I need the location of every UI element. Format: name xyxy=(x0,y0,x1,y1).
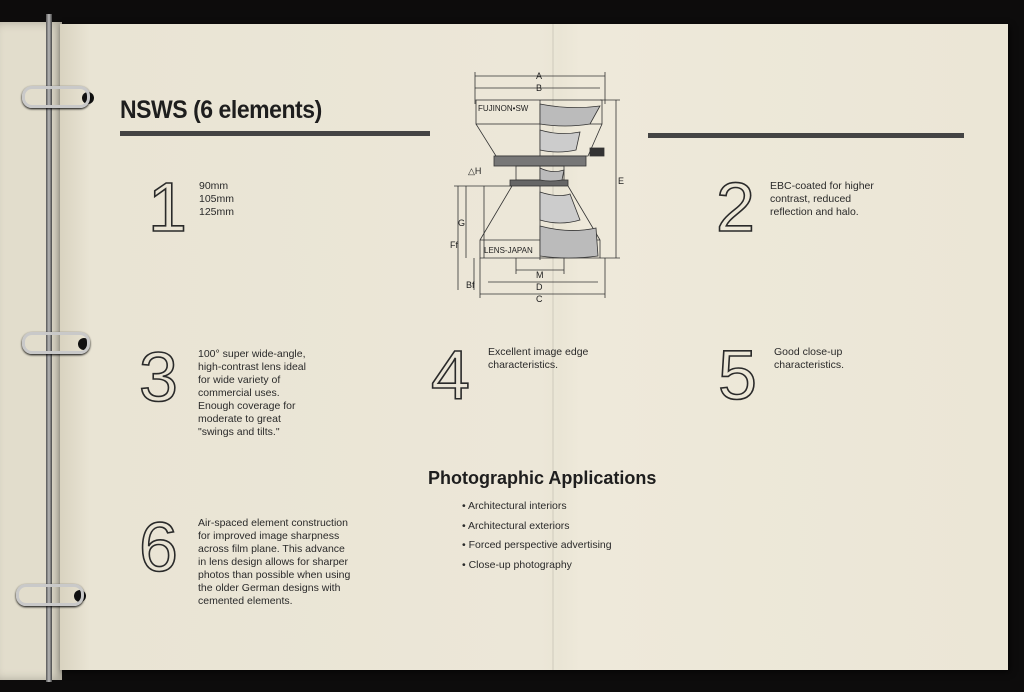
feature-number-3: 3 xyxy=(138,338,179,416)
dim-label-a: A xyxy=(536,71,542,81)
feature-line: EBC-coated for higher xyxy=(770,180,874,192)
dim-label-h: △H xyxy=(468,166,481,176)
feature-number-1: 1 xyxy=(147,168,188,246)
feature-number-2: 2 xyxy=(715,168,756,246)
title-rule-left xyxy=(120,131,430,136)
feature-text-6: Air-spaced element construction for impr… xyxy=(198,517,350,608)
lens-bottom-label: LENS-JAPAN xyxy=(484,246,533,255)
feature-line: moderate to great xyxy=(198,413,281,425)
feature-line: Good close-up xyxy=(774,346,843,358)
lens-top-label: FUJINON•SW xyxy=(478,104,529,113)
feature-line: commercial uses. xyxy=(198,387,280,399)
list-item: Forced perspective advertising xyxy=(462,539,612,559)
feature-line: photos than possible when using xyxy=(198,569,351,581)
applications-title: Photographic Applications xyxy=(428,468,657,488)
feature-line: characteristics. xyxy=(488,359,559,371)
feature-text-5: Good close-up characteristics. xyxy=(774,346,844,372)
dim-label-b: B xyxy=(536,83,542,93)
lens-cross-section-diagram: A B FUJINON•SW E △H G Ff LENS-JAPAN Bf M… xyxy=(450,71,624,304)
feature-line: "swings and tilts." xyxy=(198,426,280,438)
dim-label-ff: Ff xyxy=(450,240,458,250)
feature-line: for wide variety of xyxy=(198,374,281,386)
dim-label-m: M xyxy=(536,270,544,280)
feature-text-2: EBC-coated for higher contrast, reduced … xyxy=(770,180,874,219)
dim-label-bf: Bf xyxy=(466,280,475,290)
feature-line: in lens design allows for sharper xyxy=(198,556,348,568)
list-item: Architectural interiors xyxy=(462,500,612,520)
binder-ring xyxy=(16,584,84,606)
feature-line: Air-spaced element construction xyxy=(198,517,348,529)
feature-line: 100° super wide-angle, xyxy=(198,348,306,360)
title-rule-right xyxy=(648,133,964,138)
feature-line: 125mm xyxy=(199,206,235,218)
feature-line: cemented elements. xyxy=(198,595,293,607)
feature-line: high-contrast lens ideal xyxy=(198,361,306,373)
feature-line: characteristics. xyxy=(774,359,845,371)
feature-line: Excellent image edge xyxy=(488,346,589,358)
dim-label-e: E xyxy=(618,176,624,186)
dim-label-d: D xyxy=(536,282,543,292)
list-item: Close-up photography xyxy=(462,559,612,579)
feature-text-3: 100° super wide-angle, high-contrast len… xyxy=(198,348,306,439)
feature-line: contrast, reduced xyxy=(770,193,852,205)
dim-label-g: G xyxy=(458,218,465,228)
feature-line: Enough coverage for xyxy=(198,400,296,412)
page-fold xyxy=(552,24,554,670)
dim-label-c: C xyxy=(536,294,543,304)
binder-ring xyxy=(22,86,90,108)
page-title: NSWS (6 elements) xyxy=(120,96,322,124)
binder-spine xyxy=(46,14,52,682)
applications-list: Architectural interiors Architectural ex… xyxy=(462,500,612,578)
feature-line: for improved image sharpness xyxy=(198,530,340,542)
feature-line: reflection and halo. xyxy=(770,206,859,218)
feature-number-5: 5 xyxy=(717,336,758,414)
feature-line: 105mm xyxy=(199,193,235,205)
feature-number-6: 6 xyxy=(138,508,179,586)
feature-text-1: 90mm 105mm 125mm xyxy=(199,180,234,219)
feature-text-4: Excellent image edge characteristics. xyxy=(488,346,588,372)
feature-line: 90mm xyxy=(199,180,229,192)
feature-line: the older German designs with xyxy=(198,582,341,594)
feature-number-4: 4 xyxy=(430,336,471,414)
feature-line: across film plane. This advance xyxy=(198,543,345,555)
binder-ring xyxy=(22,332,90,354)
list-item: Architectural exteriors xyxy=(462,520,612,540)
